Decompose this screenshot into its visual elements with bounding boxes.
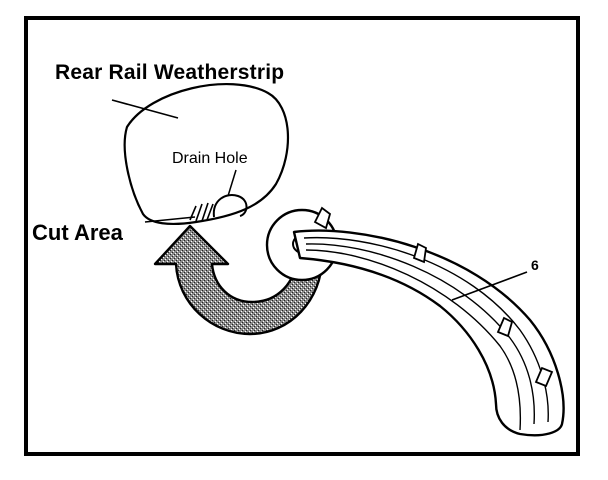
trim-clips: [313, 206, 554, 388]
cut-area-leader: [144, 216, 196, 223]
callout-leader: [451, 271, 528, 301]
part-number-label: 6: [531, 257, 539, 273]
drain-hole: [212, 194, 248, 218]
cut-marks: [189, 202, 214, 222]
weatherstrip-label: Rear Rail Weatherstrip: [55, 61, 285, 84]
weatherstrip-leader: [111, 99, 179, 119]
weatherstrip-outline: [123, 83, 290, 225]
drain-hole-leader: [227, 169, 237, 197]
drain-hole-label: Drain Hole: [172, 150, 248, 167]
cut-area-label: Cut Area: [32, 220, 123, 245]
trim-piece: [292, 229, 565, 437]
